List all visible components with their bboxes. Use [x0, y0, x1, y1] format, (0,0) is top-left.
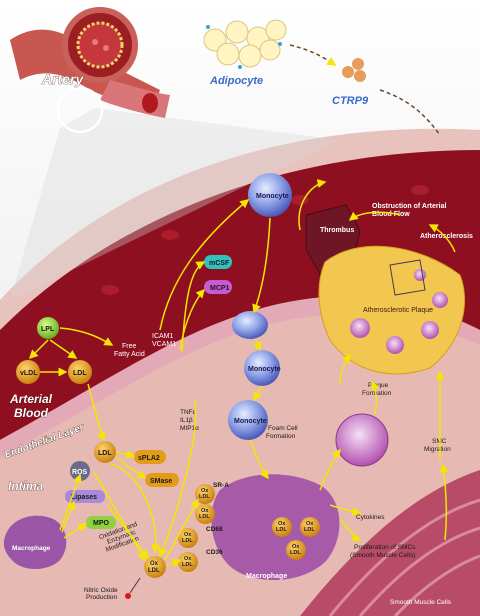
vldl-label: vLDL — [20, 370, 38, 377]
monocyte-low-label: Monocyte — [234, 418, 267, 425]
mpo-label: MPO — [93, 520, 110, 527]
ctrp9-label: CTRP9 — [332, 95, 369, 107]
ros-label: ROS — [72, 469, 88, 476]
arterial-blood-region — [0, 150, 480, 440]
atherosclerosis-label: Atherosclerosis — [420, 233, 473, 240]
plaque-foam-cells — [350, 269, 448, 354]
monocyte-low — [228, 400, 268, 440]
fibrous-cap-mesh — [389, 259, 426, 296]
lipases-node — [65, 490, 105, 503]
spla2-node — [134, 450, 166, 464]
macrophage-left — [3, 515, 67, 569]
smase-node — [145, 473, 179, 487]
intima-label: Intima — [8, 479, 44, 493]
proliferation-label: Proliferation of SMCs(Smooth Muscle Cell… — [350, 544, 416, 559]
monocyte-mid — [244, 350, 280, 386]
monocyte-mid-label: Monocyte — [248, 366, 281, 373]
mpo-node — [86, 516, 116, 529]
sr-a-label: SR-A — [213, 482, 229, 489]
smooth-muscle-label: Smooth Muscle Cells — [390, 599, 452, 606]
spla2-label: sPLA2 — [138, 455, 160, 462]
macrophage-left-label: Macrophage — [12, 545, 51, 552]
vldl-node — [16, 360, 40, 384]
cd68-label: CD68 — [206, 526, 223, 533]
ldl-blood-label: LDL — [73, 370, 87, 377]
mcp1-node — [204, 280, 232, 294]
oxldl-center — [144, 556, 166, 578]
adipocyte-cluster — [203, 19, 287, 69]
macrophage-mid-label: Macrophage — [246, 573, 287, 580]
ldl-intima-label: LDL — [98, 450, 112, 457]
cytokines-label: Cytokines — [356, 514, 385, 521]
plaque-label-1: Atherosclerotic Plaque — [363, 307, 433, 314]
pathway-arrows — [28, 199, 449, 568]
monocyte-top — [248, 173, 292, 217]
mcsf-label: mCSF — [209, 260, 230, 267]
smase-label: SMase — [150, 478, 172, 485]
lpl-label: LPL — [41, 326, 55, 333]
adipocyte-label: Adipocyte — [209, 75, 263, 87]
cd36-label: CD36 — [206, 549, 223, 556]
lipases-label: Lipases — [71, 494, 97, 501]
ctrp9-particles — [342, 58, 366, 82]
thrombus-label: Thrombus — [320, 227, 354, 234]
atherosclerotic-plaque — [318, 245, 466, 375]
lpl-node — [37, 317, 59, 339]
nitric-oxide-marker — [125, 593, 131, 599]
artery-illustration — [10, 7, 170, 134]
zoom-circle — [56, 86, 104, 134]
foam-cell — [335, 413, 389, 467]
ldl-intima-node — [94, 441, 116, 463]
ldl-blood-node — [68, 360, 92, 384]
mcp1-label: MCP1 — [210, 285, 230, 292]
artery-label: Artery — [41, 71, 84, 87]
mcsf-node — [204, 255, 232, 269]
monocyte-top-label: Monocyte — [256, 193, 289, 200]
